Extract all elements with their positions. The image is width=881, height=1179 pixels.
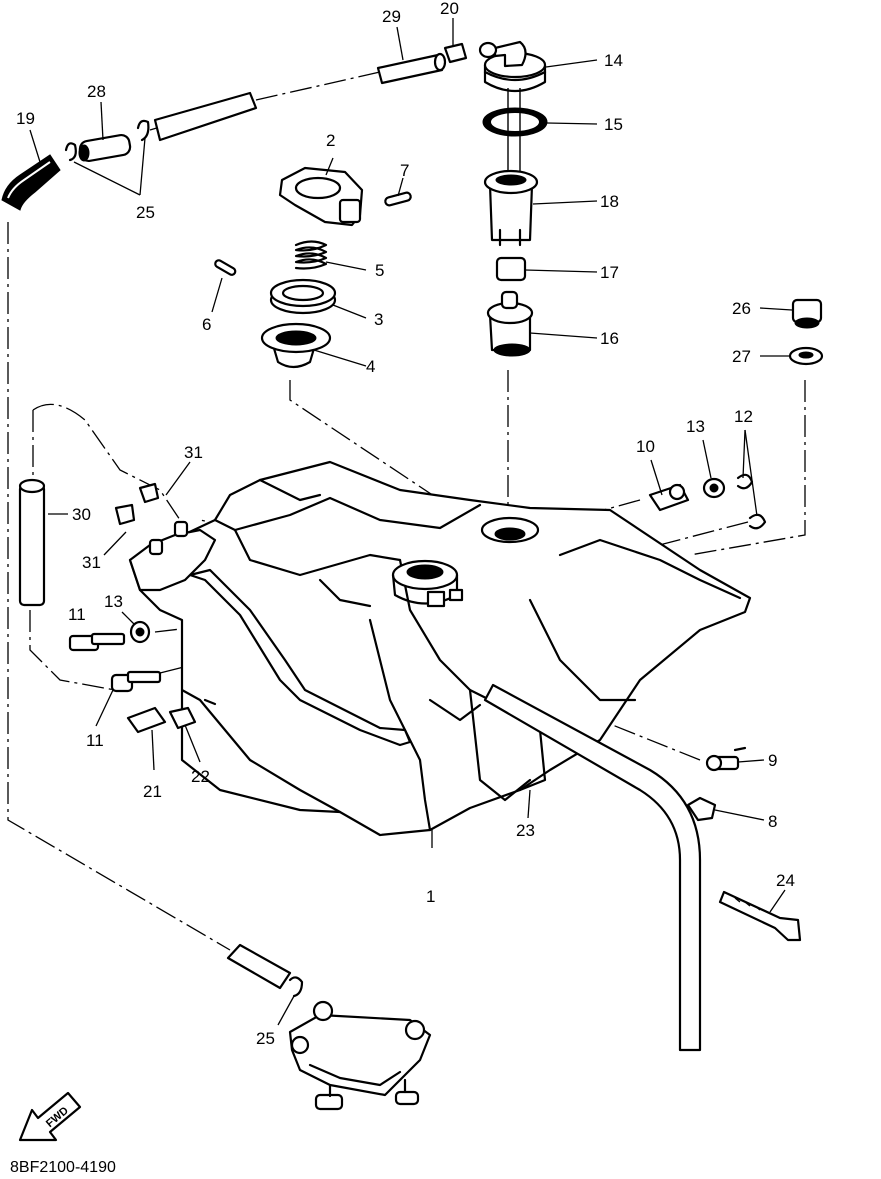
hose-21	[126, 706, 167, 734]
pump-body	[483, 169, 539, 247]
clip-20	[443, 42, 468, 64]
callout-4: 4	[366, 357, 375, 376]
callout-22: 22	[191, 767, 210, 786]
clip-12-bottom	[748, 513, 767, 530]
filler-neck	[260, 322, 332, 369]
callout-24: 24	[776, 871, 795, 890]
bolt-9	[705, 746, 747, 772]
strap-24	[718, 890, 802, 942]
pin-6	[214, 259, 237, 276]
clip-25-right	[136, 119, 150, 142]
pump-head	[478, 40, 547, 92]
pump-gasket	[482, 88, 548, 175]
callout-30: 30	[72, 505, 91, 524]
callout-labels: 1 2 3 4 5 6 7 8 9 10 11 11 12 13 13 14 1…	[16, 0, 795, 1048]
callout-1: 1	[426, 887, 435, 906]
callout-17: 17	[600, 263, 619, 282]
clip-12-top	[736, 473, 754, 490]
callout-6: 6	[202, 315, 211, 334]
washer-13-right	[702, 477, 726, 499]
callout-31-top: 31	[184, 443, 203, 462]
callout-31-bottom: 31	[82, 553, 101, 572]
callout-21: 21	[143, 782, 162, 801]
clip-31-bottom	[114, 503, 136, 526]
nut-8	[686, 796, 717, 822]
callout-26: 26	[732, 299, 751, 318]
callout-25-top: 25	[136, 203, 155, 222]
callout-12: 12	[734, 407, 753, 426]
leader-lines	[29, 18, 793, 1026]
spring	[294, 240, 328, 270]
hose-19	[1, 154, 61, 211]
callout-7: 7	[400, 161, 409, 180]
clamp-22	[168, 706, 197, 730]
callout-3: 3	[374, 310, 383, 329]
clip-25-bottom	[288, 976, 304, 998]
nut-26	[791, 298, 823, 329]
fuel-cap	[278, 166, 364, 227]
callout-9: 9	[768, 751, 777, 770]
bolt-10	[648, 483, 690, 512]
breather-pipe	[483, 683, 702, 1052]
callout-29: 29	[382, 7, 401, 26]
callout-14: 14	[604, 51, 623, 70]
clip-25-left	[64, 142, 77, 162]
callout-13-left: 13	[104, 592, 123, 611]
callout-25-bottom: 25	[256, 1029, 275, 1048]
callout-15: 15	[604, 115, 623, 134]
hose-30	[18, 478, 46, 607]
callout-28: 28	[87, 82, 106, 101]
cap-ring	[269, 278, 337, 315]
pin-7	[384, 191, 412, 207]
fuel-cock	[288, 1000, 432, 1111]
pump-clamp	[495, 256, 527, 282]
callout-11-upper: 11	[68, 605, 86, 624]
hose-29	[376, 52, 447, 85]
hose-bottom	[226, 943, 292, 990]
callout-18: 18	[600, 192, 619, 211]
callout-27: 27	[732, 347, 751, 366]
bolt-11-upper	[68, 632, 126, 652]
callout-11-lower: 11	[86, 731, 104, 750]
joint-28	[78, 133, 132, 163]
drawing-code: 8BF2100-4190	[10, 1159, 116, 1176]
washer-27	[788, 346, 824, 366]
callout-10: 10	[636, 437, 655, 456]
callout-16: 16	[600, 329, 619, 348]
clip-31-top	[138, 482, 160, 504]
bolt-11-lower	[110, 670, 162, 693]
fuel-filter	[486, 290, 534, 357]
hose-long	[153, 91, 258, 142]
callout-19: 19	[16, 109, 35, 128]
callout-23: 23	[516, 821, 535, 840]
callout-5: 5	[375, 261, 384, 280]
washer-13-left	[129, 620, 151, 644]
callout-20: 20	[440, 0, 459, 18]
callout-2: 2	[326, 131, 335, 150]
callout-13-right: 13	[686, 417, 705, 436]
callout-8: 8	[768, 812, 777, 831]
fwd-arrow-icon: FWD	[18, 1091, 82, 1142]
